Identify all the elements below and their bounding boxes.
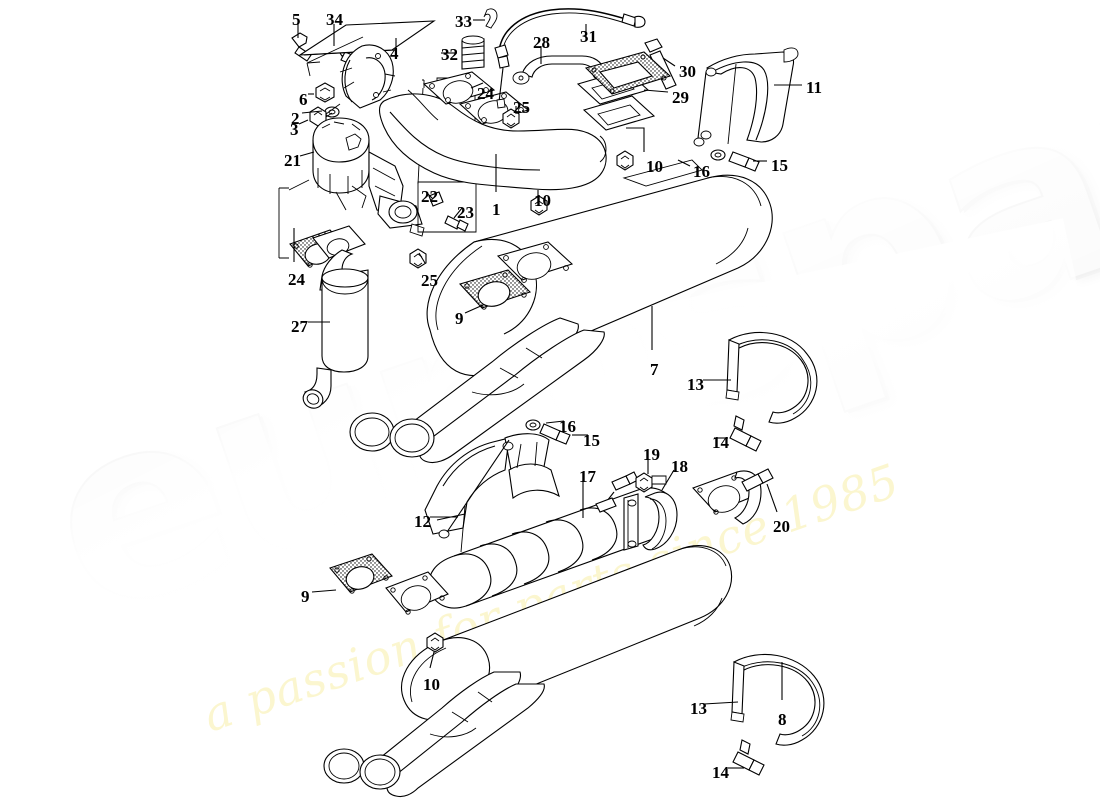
callout-15: 15 <box>771 156 788 175</box>
manifold-flange-a <box>424 72 494 106</box>
callout-4: 4 <box>390 44 399 63</box>
callout-13: 13 <box>687 375 704 394</box>
part-22-stud <box>429 192 443 206</box>
callout-10: 10 <box>646 157 663 176</box>
leader-lines <box>294 20 802 768</box>
part-14-strap-bolt-lower <box>733 752 764 775</box>
callout-28: 28 <box>533 33 550 52</box>
part-8-main-muffler-lower <box>324 546 732 797</box>
part-20-bolt <box>742 469 773 491</box>
part-24-sensor-probe <box>495 45 509 108</box>
callout-2: 2 <box>291 109 300 128</box>
callout-5: 5 <box>292 10 301 29</box>
callout-8: 8 <box>778 710 787 729</box>
callout-9: 9 <box>301 587 310 606</box>
part-14-strap-bolt-upper <box>730 428 761 451</box>
callout-24: 24 <box>477 84 494 103</box>
part-7-main-muffler-upper <box>350 160 772 463</box>
part-16-washer-mid <box>526 420 540 430</box>
callout-27: 27 <box>291 317 308 336</box>
callout-3: 3 <box>290 120 299 139</box>
part-13-mounting-strap-upper <box>726 332 817 430</box>
callout-24: 24 <box>288 270 305 289</box>
callout-33: 33 <box>455 12 472 31</box>
part-25-lock-nut-upper <box>503 109 519 128</box>
callout-20: 20 <box>773 517 790 536</box>
part-1-exhaust-manifold-pipe <box>380 70 655 190</box>
part-31-oxygen-sensor-cable <box>499 9 645 54</box>
callout-25: 25 <box>513 98 530 117</box>
part-9-flange-gasket-upper <box>460 270 530 310</box>
callout-30: 30 <box>679 62 696 81</box>
callout-23: 23 <box>457 203 474 222</box>
part-25-lock-nut-lower <box>410 249 426 268</box>
part-17-catalytic-converter <box>386 472 675 614</box>
part-29-flange-gasket <box>586 52 670 94</box>
part-21-air-pump <box>313 118 424 236</box>
callout-29: 29 <box>672 88 689 107</box>
callout-17: 17 <box>579 467 596 486</box>
callout-12: 12 <box>414 512 431 531</box>
callout-14: 14 <box>712 433 729 452</box>
callout-19: 19 <box>643 445 660 464</box>
part-18-sealing-ring <box>624 492 677 550</box>
part-27-pre-muffler <box>300 226 368 411</box>
callout-15: 15 <box>583 431 600 450</box>
part-23-bolt <box>445 216 468 231</box>
part-32-connector-sleeve <box>462 36 484 69</box>
callout-11: 11 <box>806 78 823 97</box>
part-33-clip <box>484 9 497 28</box>
callout-14: 14 <box>712 763 729 782</box>
part-9-flange-gasket-lower <box>330 554 392 593</box>
part-manifold-collar <box>340 45 395 108</box>
callout-22: 22 <box>421 187 438 206</box>
callout-25: 25 <box>421 271 438 290</box>
callout-13: 13 <box>690 699 707 718</box>
part-10-lock-nut-b <box>531 196 547 215</box>
callout-21: 21 <box>284 151 301 170</box>
callout-16: 16 <box>559 417 576 436</box>
callout-7: 7 <box>650 360 659 379</box>
part-12-heat-shield <box>425 434 559 552</box>
callout-18: 18 <box>671 457 688 476</box>
part-15-bolt-mid <box>540 424 570 444</box>
callout-10: 10 <box>423 675 440 694</box>
callout-1: 1 <box>492 200 501 219</box>
callout-6: 6 <box>299 90 308 109</box>
part-11-bracket <box>694 48 798 146</box>
part-6-nut <box>316 83 334 102</box>
part-13-mounting-strap-lower <box>731 654 824 754</box>
callout-10: 10 <box>534 191 551 210</box>
callout-9: 9 <box>455 309 464 328</box>
part-10-lock-nut-a <box>617 151 633 170</box>
callout-31: 31 <box>580 27 597 46</box>
callout-16: 16 <box>693 162 710 181</box>
part-10-lock-nut-c <box>427 633 443 652</box>
callout-32: 32 <box>441 45 458 64</box>
callout-34: 34 <box>326 10 343 29</box>
part-16-washer-upper <box>711 150 725 160</box>
